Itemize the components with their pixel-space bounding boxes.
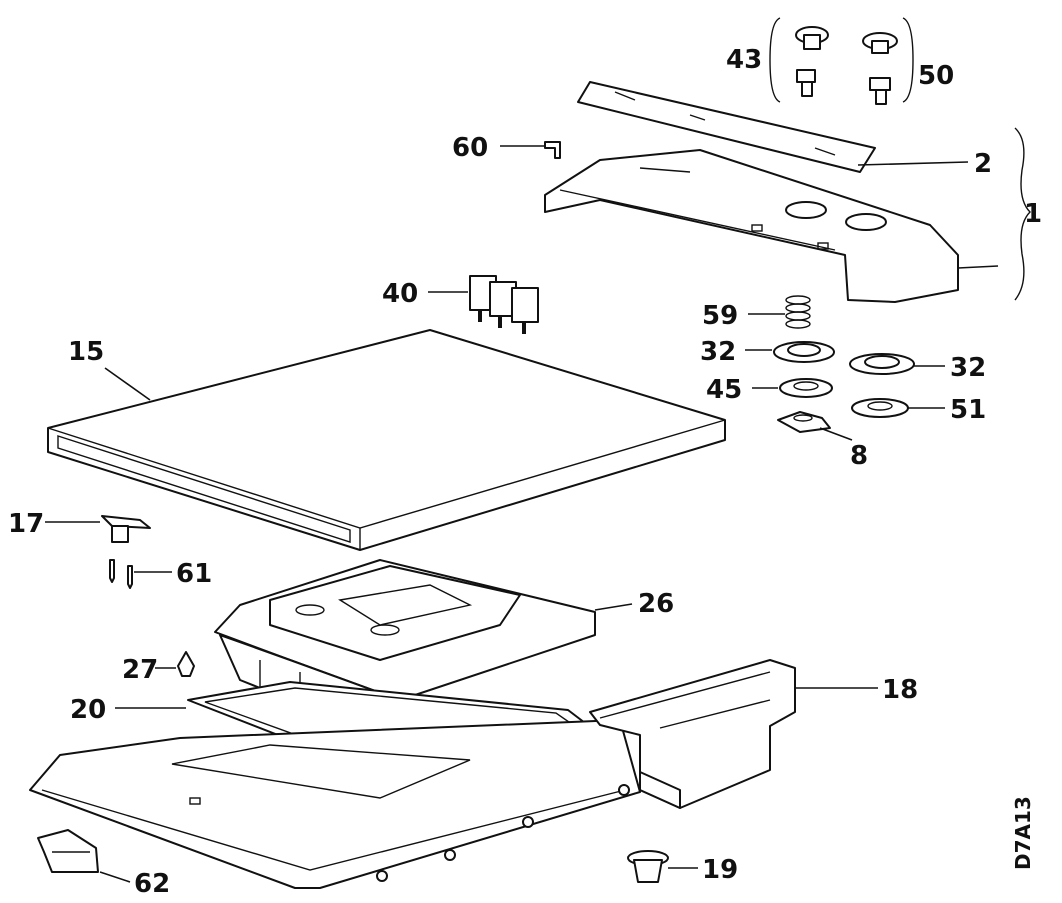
label-40: 40 (382, 279, 418, 309)
label-62: 62 (134, 869, 170, 899)
part-clip-60 (500, 141, 561, 159)
part-cap-32-left (745, 341, 835, 363)
part-spring-59 (748, 295, 811, 329)
label-32-right: 32 (950, 353, 986, 383)
label-20: 20 (70, 695, 106, 725)
part-control-panel-1 (544, 127, 1031, 303)
label-2: 2 (974, 149, 992, 179)
label-19: 19 (702, 855, 738, 885)
part-bracket-62 (37, 829, 131, 883)
part-knobs-50 (862, 17, 914, 105)
label-18: 18 (882, 675, 918, 705)
label-59: 59 (702, 301, 738, 331)
label-27: 27 (122, 655, 158, 685)
part-cap-32-right (849, 353, 945, 375)
label-43: 43 (726, 45, 762, 75)
label-17: 17 (8, 509, 44, 539)
label-51: 51 (950, 395, 986, 425)
label-45: 45 (706, 375, 742, 405)
label-61: 61 (176, 559, 212, 589)
part-foot-19 (627, 850, 698, 883)
label-8: 8 (850, 441, 868, 471)
part-panel-cover-2 (577, 81, 969, 173)
drawing-code: D7A13 (1011, 796, 1035, 870)
label-60: 60 (452, 133, 488, 163)
part-hinge-17 (45, 515, 172, 589)
label-50: 50 (918, 61, 954, 91)
label-15: 15 (68, 337, 104, 367)
label-1: 1 (1024, 199, 1042, 229)
part-ring-45 (752, 378, 833, 398)
label-26: 26 (638, 589, 674, 619)
label-32-left: 32 (700, 337, 736, 367)
part-base-8 (777, 411, 853, 441)
part-clip-27 (155, 651, 195, 677)
part-lid-15 (47, 329, 726, 551)
part-knobs-43 (769, 17, 829, 103)
part-base-frame-18 (29, 659, 878, 889)
part-ring-51 (851, 398, 945, 418)
part-switches-40 (428, 275, 539, 334)
